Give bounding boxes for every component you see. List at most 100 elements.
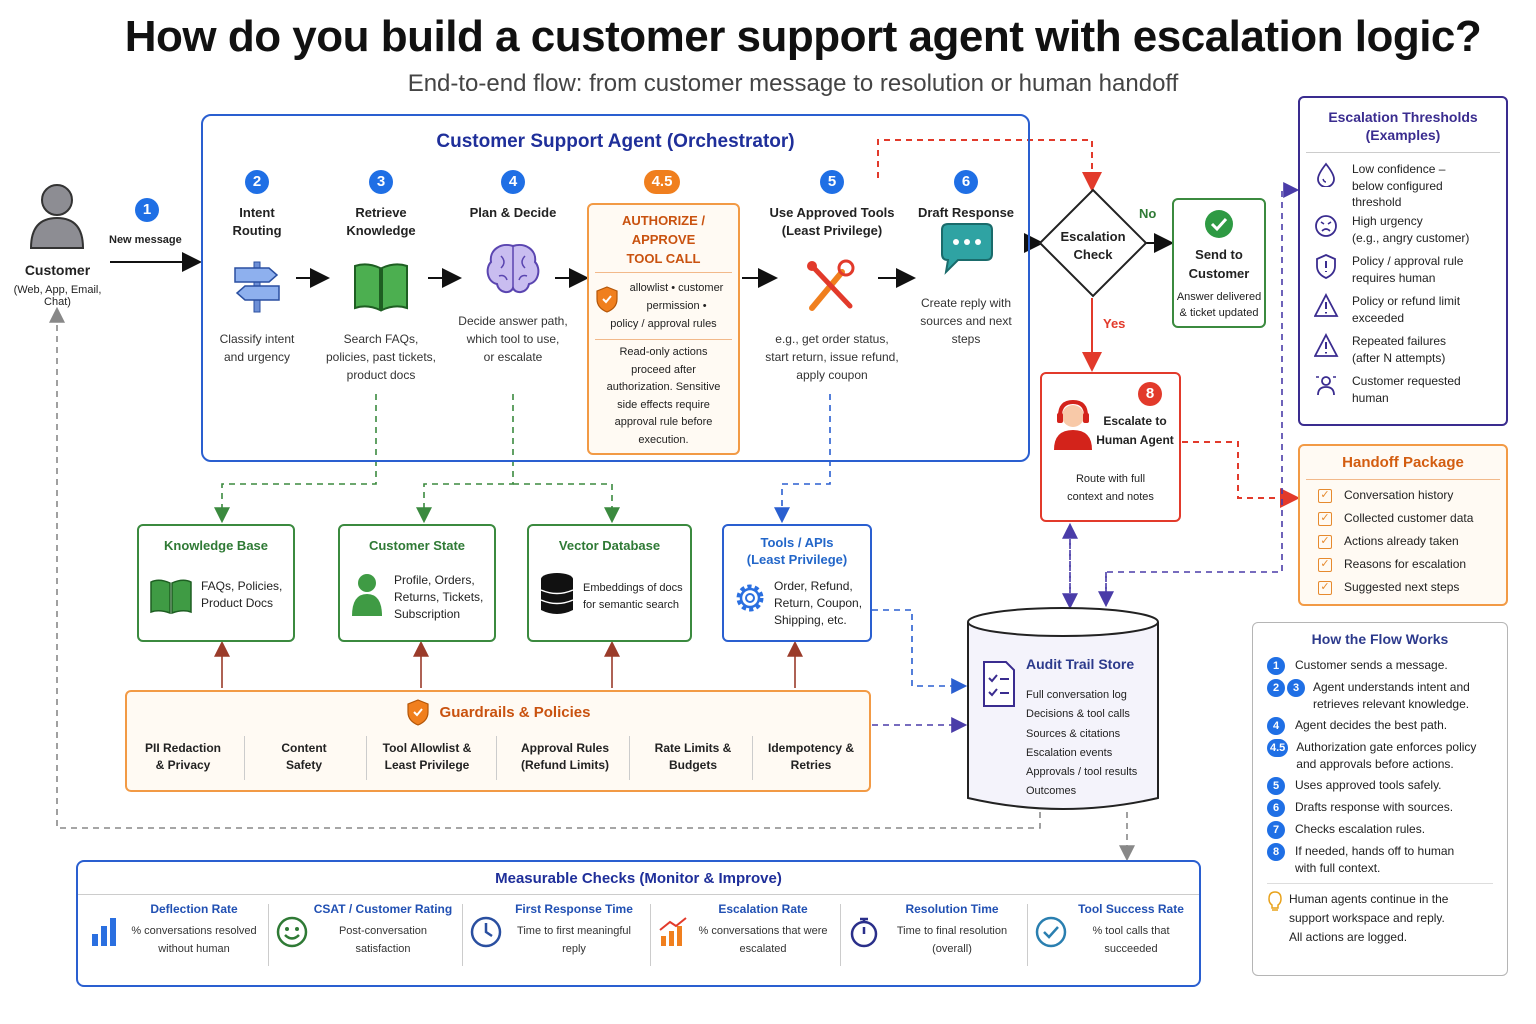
divider [496, 736, 497, 780]
store-desc: Returns, Tickets, [394, 590, 484, 604]
metric-item: Escalation Rate% conversations that were… [656, 902, 834, 972]
check-circle-icon [1035, 916, 1067, 948]
gear-icon [736, 584, 764, 612]
customer-channels: (Web, App, Email, Chat) [13, 284, 102, 308]
audit-cylinder [967, 607, 1159, 810]
handoff-item: ✓Actions already taken [1318, 534, 1506, 557]
send-title: Customer [1188, 266, 1250, 281]
audit-item: Full conversation log [1026, 689, 1127, 701]
metrics-box: Measurable Checks (Monitor & Improve) De… [76, 860, 1201, 987]
step-badge: 6 [954, 170, 978, 194]
escalate-desc: Route with full [1075, 473, 1146, 485]
step-badge-4-5: 4.5 [644, 170, 680, 194]
thresholds-title: (Examples) [1365, 127, 1441, 143]
knowledge-base-box: Knowledge Base FAQs, Policies, Product D… [137, 524, 295, 642]
threshold-item: Policy or refund limit exceeded [1314, 293, 1506, 333]
guardrail-item: Idempotency &Retries [767, 741, 854, 772]
audit-item: Sources & citations [1026, 727, 1121, 740]
handoff-title: Handoff Package [1342, 454, 1464, 471]
threshold-text: exceeded [1352, 310, 1405, 325]
divider [268, 904, 269, 966]
flow-text: Agent understands intent and [1313, 680, 1470, 694]
metric-desc: Post-conversation [338, 925, 428, 937]
step-badge: 2 [245, 170, 269, 194]
threshold-text: Low confidence – [1352, 162, 1446, 176]
step-desc: e.g., get order status, [775, 332, 889, 346]
metric-desc: satisfaction [355, 943, 411, 955]
auth-note: proceed after [631, 363, 696, 376]
book-icon [354, 263, 408, 312]
orchestrator-box [201, 114, 1030, 462]
auth-note: execution. [638, 433, 689, 446]
escalation-check-label: Escalation Check [1060, 229, 1126, 262]
smiley-icon [276, 916, 308, 948]
store-title: Customer State [368, 538, 466, 553]
threshold-text: human [1352, 390, 1389, 405]
divider [1027, 904, 1028, 966]
person-icon [352, 574, 382, 616]
auth-note: side effects require [617, 398, 710, 411]
flow-text: and approvals before actions. [1296, 757, 1454, 771]
handoff-item: ✓Reasons for escalation [1318, 557, 1506, 580]
audit-title: Audit Trail Store [1026, 656, 1135, 672]
flow-text: If needed, hands off to human [1295, 844, 1455, 858]
droplet-icon [1317, 162, 1335, 187]
authorize-box: AUTHORIZE / APPROVE TOOL CALL allowlist … [587, 203, 740, 455]
threshold-text: Policy or refund limit [1352, 294, 1461, 308]
divider [365, 736, 367, 780]
handoff-panel: Handoff Package ✓Conversation history✓Co… [1298, 444, 1508, 606]
escalate-title: Human Agent [1096, 433, 1174, 447]
step-badge: 5 [820, 170, 844, 194]
yes-label: Yes [1103, 316, 1126, 331]
metrics-title: Measurable Checks (Monitor & Improve) [495, 870, 782, 887]
flow-note: support workspace and reply. [1289, 911, 1445, 925]
step-name: Retrieve [355, 205, 407, 220]
step-desc: policies, past tickets, [325, 350, 437, 364]
metric-title: Resolution Time [905, 902, 999, 916]
store-desc: FAQs, Policies, [201, 579, 283, 593]
metric-title: Tool Success Rate [1078, 902, 1184, 916]
divider [752, 736, 753, 780]
thresholds-panel: Escalation Thresholds (Examples) Low con… [1298, 96, 1508, 426]
flow-note: Human agents continue in the [1289, 892, 1449, 906]
trend-chart-icon [659, 917, 687, 946]
store-desc: for semantic search [583, 599, 679, 611]
person-icon [1316, 376, 1336, 396]
send-title: Send to [1195, 247, 1243, 262]
send-desc: Answer delivered [1176, 291, 1262, 303]
step-badge: 3 [369, 170, 393, 194]
threshold-item: Customer requested human [1314, 373, 1506, 413]
clock-icon [470, 916, 502, 948]
flow-text: Customer sends a message. [1295, 658, 1448, 672]
threshold-item: High urgency(e.g., angry customer) [1314, 213, 1506, 253]
metric-desc: % tool calls that [1092, 925, 1170, 937]
thresholds-title: Escalation Thresholds [1328, 109, 1478, 125]
orchestrator-title: Customer Support Agent (Orchestrator) [436, 131, 795, 152]
threshold-text: Customer requested [1352, 374, 1461, 388]
store-title: Vector Database [558, 538, 661, 553]
flow-step-badge: 8 [1267, 843, 1285, 861]
guardrails-box: Guardrails & Policies PII Redaction& Pri… [125, 690, 871, 792]
auth-note: Read-only actions [619, 346, 708, 358]
threshold-text: Repeated failures [1352, 334, 1447, 348]
step-name: (Least Privilege) [781, 223, 883, 238]
auth-permission: permission • [646, 300, 707, 312]
handoff-item: ✓Conversation history [1318, 488, 1506, 511]
store-desc: Embeddings of docs [583, 582, 683, 594]
tools-apis-box: Tools / APIs (Least Privilege) Order, Re… [722, 524, 872, 642]
store-desc: Subscription [394, 607, 461, 621]
signpost-icon [234, 261, 280, 313]
chat-bubble-icon [941, 223, 993, 275]
step-intent-routing: 2 Intent Routing Classify intent and urg… [207, 170, 307, 366]
customer-state-box: Customer State Profile, Orders, Returns,… [338, 524, 496, 642]
store-title: Knowledge Base [163, 538, 269, 553]
stopwatch-icon [850, 917, 878, 948]
flow-text: Agent decides the best path. [1295, 718, 1448, 732]
lightbulb-icon [1268, 891, 1282, 911]
